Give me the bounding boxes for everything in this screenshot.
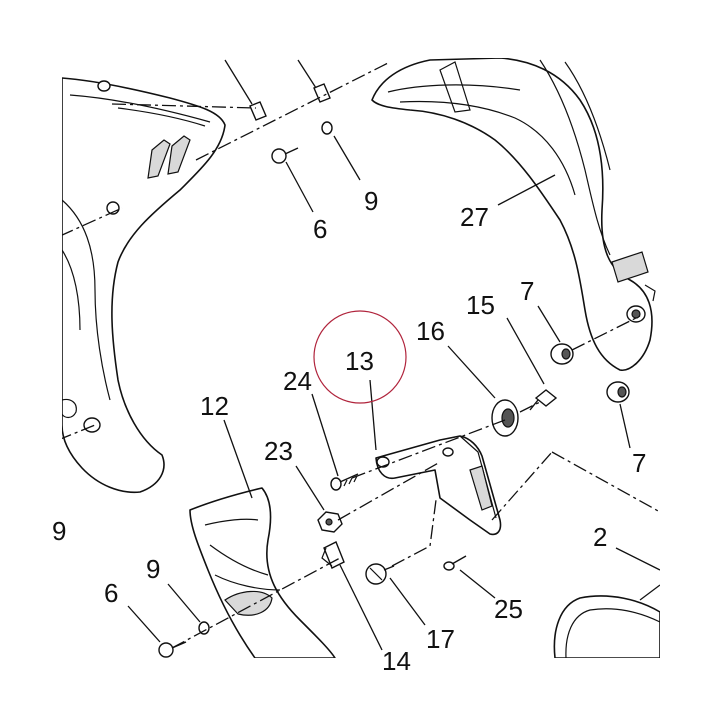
callout-6-lower: 6: [104, 578, 118, 608]
leader-lines: [127, 59, 661, 651]
clip-upper-right: [313, 83, 331, 103]
callout-7-lower: 7: [632, 448, 646, 478]
washer-9-upper: [321, 121, 333, 135]
callout-24: 24: [283, 366, 312, 396]
callout-17: 17: [426, 624, 455, 654]
bolt-6-lower: [158, 641, 187, 658]
callout-15: 15: [466, 290, 495, 320]
bolt-15: [529, 389, 558, 411]
left-fairing-panel: [61, 77, 226, 494]
lower-right-panel-2: [553, 584, 661, 659]
callout-25: 25: [494, 594, 523, 624]
callout-labels: 13 16 15 7 7 24 12 23 9 6 9 6 27 2 17 25: [104, 186, 646, 654]
assembly-axes: [57, 61, 661, 649]
washer-9-lower: [198, 621, 210, 635]
callout-9-lower: 9: [146, 554, 160, 584]
upper-right-frame-27: [371, 57, 656, 371]
callout-27: 27: [460, 202, 489, 232]
clip-14: [321, 541, 345, 569]
callout-13: 13: [345, 346, 374, 376]
crop-mask-bottom: [0, 658, 720, 720]
callout-7-upper: 7: [520, 276, 534, 306]
callout-14-top: 14: [382, 646, 411, 676]
clip-upper-left: [249, 101, 267, 121]
callout-9-upper: 9: [364, 186, 378, 216]
callout-6-upper: 6: [313, 214, 327, 244]
callout-23: 23: [264, 436, 293, 466]
highlight-circle: [313, 310, 407, 404]
lower-cover-12: [189, 487, 336, 659]
screw-25: [443, 555, 467, 571]
hardware: [158, 83, 630, 658]
bolt-6-upper: [271, 147, 299, 164]
roller-16: [491, 399, 519, 437]
crop-mask-top: [0, 0, 720, 58]
screw-24: [330, 473, 359, 491]
nut-23: [317, 511, 343, 533]
bolt-17: [365, 563, 395, 585]
bracket-13: [375, 435, 502, 536]
grommet-7-lower: [606, 381, 630, 403]
grommet-7-upper: [550, 343, 574, 365]
crop-mask-right: [660, 0, 720, 720]
crop-mask-left: [0, 0, 62, 720]
callout-9-edge-top: 9: [52, 516, 66, 546]
callout-16: 16: [416, 316, 445, 346]
callout-12: 12: [200, 391, 229, 421]
callout-2: 2: [593, 522, 607, 552]
